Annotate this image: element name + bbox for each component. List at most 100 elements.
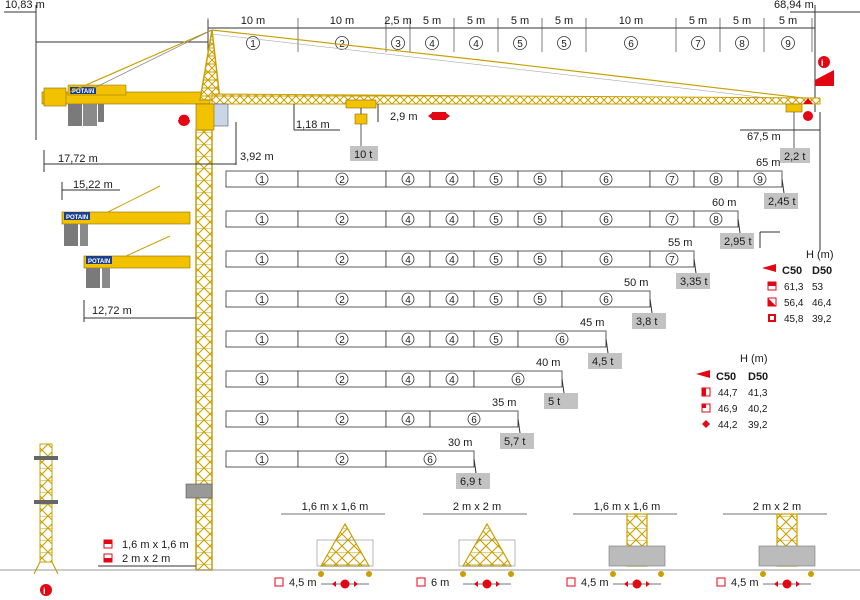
section-number-circle xyxy=(335,292,349,306)
segment-number: 4 xyxy=(473,39,479,50)
mast-section-detail: i xyxy=(33,443,59,596)
section-number-circle xyxy=(255,372,269,386)
section-number-circle xyxy=(555,332,569,346)
svg-text:61,3: 61,3 xyxy=(784,282,804,293)
base-size-label: 2 m x 2 m xyxy=(753,501,801,513)
base-variants: 1,6 m x 1,6 m4,5 m2 m x 2 m6 m1,6 m x 1,… xyxy=(274,501,827,589)
base-size-label: 1,6 m x 1,6 m xyxy=(302,501,369,513)
section-number: 1 xyxy=(259,375,265,386)
section-number: 5 xyxy=(493,255,499,266)
segment-number: 4 xyxy=(429,39,435,50)
svg-text:C50: C50 xyxy=(716,371,736,383)
base-width-label: 4,5 m xyxy=(731,577,759,589)
base-width-label: 4,5 m xyxy=(289,577,317,589)
jib-load: 2,95 t xyxy=(724,236,752,248)
svg-text:POTAIN: POTAIN xyxy=(66,215,88,221)
svg-text:46,4: 46,4 xyxy=(812,298,832,309)
section-number-circle xyxy=(665,172,679,186)
wind-icon xyxy=(762,264,776,272)
section-number-circle xyxy=(665,212,679,226)
jib-load: 3,35 t xyxy=(680,276,708,288)
section-number: 6 xyxy=(471,415,477,426)
right-max-label: 68,94 m xyxy=(774,0,814,11)
left-offset-label: 10,83 m xyxy=(5,0,45,11)
tip-radius-label: 67,5 m xyxy=(747,131,781,143)
segment-number: 5 xyxy=(517,39,523,50)
segment-number-circle xyxy=(335,36,349,50)
segment-length: 2,5 m xyxy=(384,15,412,27)
section-number-circle xyxy=(335,252,349,266)
height-table-2: H (m) C50 D50 44,7 41,3 46,9 40,2 44,2 3… xyxy=(696,353,768,431)
jib-load-box xyxy=(588,353,622,369)
segment-length: 5 m xyxy=(423,15,441,27)
jib-radius: 50 m xyxy=(624,277,648,289)
section-number-circle xyxy=(599,292,613,306)
section-number: 2 xyxy=(339,375,345,386)
section-number: 6 xyxy=(603,175,609,186)
jib-load: 4,5 t xyxy=(592,356,613,368)
section-number: 1 xyxy=(259,335,265,346)
segment-length: 5 m xyxy=(467,15,485,27)
base-legend-icon xyxy=(566,577,576,587)
section-number: 4 xyxy=(449,215,455,226)
section-number: 1 xyxy=(259,295,265,306)
svg-text:46,9: 46,9 xyxy=(718,404,738,415)
section-number-circle xyxy=(255,332,269,346)
tower-offset-label: 3,92 m xyxy=(240,151,274,163)
section-number-circle xyxy=(445,212,459,226)
section-number: 5 xyxy=(493,215,499,226)
svg-text:D50: D50 xyxy=(812,265,832,277)
section-number: 4 xyxy=(405,375,411,386)
section-number-circle xyxy=(445,252,459,266)
section-number-circle xyxy=(445,372,459,386)
hook-height-label: 1,18 m xyxy=(296,119,330,131)
segment-number-circle xyxy=(691,36,705,50)
section-number: 8 xyxy=(713,215,719,226)
hook-block xyxy=(354,113,368,125)
section-number: 2 xyxy=(339,415,345,426)
jib-load-box xyxy=(456,473,490,489)
svg-text:45,8: 45,8 xyxy=(784,314,804,325)
section-number-circle xyxy=(489,212,503,226)
section-number-circle xyxy=(533,172,547,186)
segment-number-circle xyxy=(781,36,795,50)
section-number-circle xyxy=(335,332,349,346)
base-variant: 2 m x 2 m6 m xyxy=(416,501,527,589)
section-number: 2 xyxy=(339,455,345,466)
jib-load: 2,45 t xyxy=(768,196,796,208)
section-number: 7 xyxy=(669,255,675,266)
section-number-circle xyxy=(335,172,349,186)
tip-load: 2,2 t xyxy=(784,151,805,163)
section-number-circle xyxy=(599,172,613,186)
mast xyxy=(195,129,213,571)
svg-text:i: i xyxy=(821,58,824,68)
section-number-circle xyxy=(335,452,349,466)
section-number-circle xyxy=(467,412,481,426)
segment-length: 5 m xyxy=(511,15,529,27)
potain-logo xyxy=(70,87,96,94)
jib-radius: 30 m xyxy=(448,437,472,449)
table1-title: H (m) xyxy=(806,249,834,261)
height-table-1: H (m) C50 D50 61,3 53 56,4 46,4 45,8 39,… xyxy=(762,249,834,325)
section-number: 9 xyxy=(757,175,763,186)
jib-radius: 35 m xyxy=(492,397,516,409)
section-number: 4 xyxy=(405,335,411,346)
base-legend-icon xyxy=(716,577,726,587)
section-number: 6 xyxy=(427,455,433,466)
segment-length: 5 m xyxy=(779,15,797,27)
counter-jib-1-label: 17,72 m xyxy=(58,153,98,165)
potain-logo-text: POTAIN xyxy=(72,89,94,95)
cab xyxy=(211,103,229,127)
section-number-circle xyxy=(401,372,415,386)
section-number-circle xyxy=(401,292,415,306)
counter-jib-variants: 15,22 m POTAIN POTAIN 12,72 m xyxy=(61,179,196,322)
